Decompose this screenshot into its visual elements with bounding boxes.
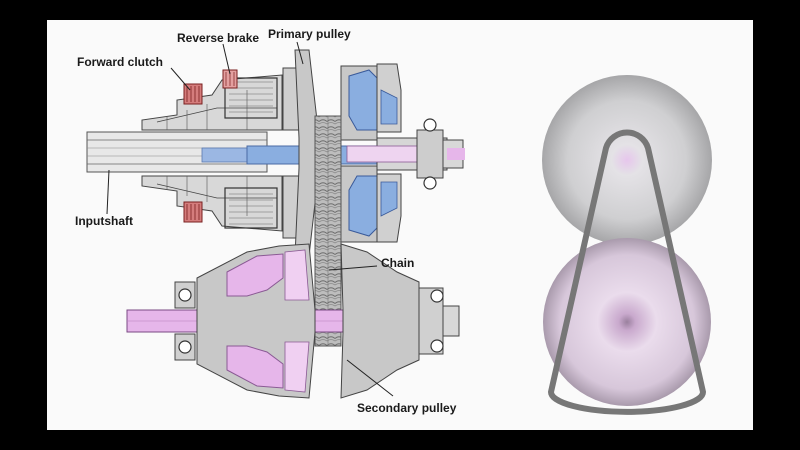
forward-clutch-pack: [183, 83, 203, 223]
chain: [314, 115, 342, 347]
primary-pulley: [294, 49, 465, 257]
reverse-brake-pack: [222, 69, 238, 89]
label-reverse-brake: Reverse brake: [177, 31, 260, 45]
label-chain: Chain: [381, 256, 415, 270]
cvt-diagram: Reverse brake Primary pulley Forward clu…: [47, 20, 753, 430]
cvt-cutaway-drawing: [86, 41, 712, 415]
clutch-housing: [141, 67, 306, 239]
label-primary-pulley: Primary pulley: [268, 27, 351, 41]
leader-lines: [106, 41, 394, 397]
label-secondary-pulley: Secondary pulley: [357, 401, 457, 415]
secondary-pulley: [126, 243, 460, 399]
pulley-schematic: [542, 75, 712, 415]
label-input-shaft: Inputshaft: [75, 214, 133, 228]
label-forward-clutch: Forward clutch: [77, 55, 164, 69]
